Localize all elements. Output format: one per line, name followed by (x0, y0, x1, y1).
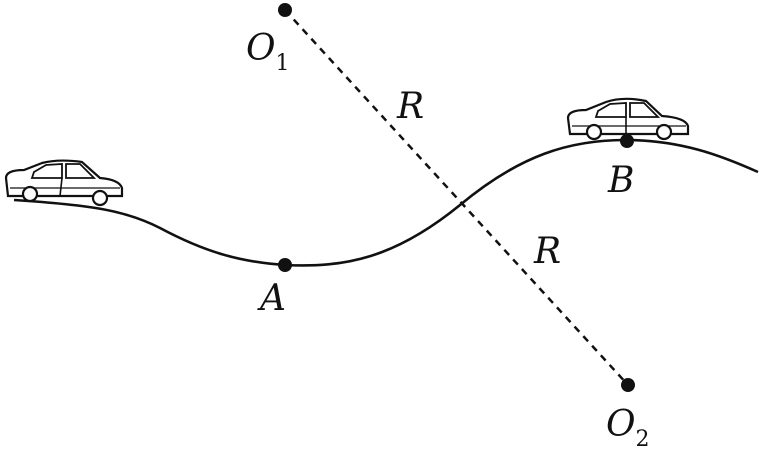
label-radius-upper: R (396, 86, 424, 127)
car-right (566, 97, 690, 141)
radius-line (284, 9, 629, 386)
label-radius-lower: R (533, 231, 561, 272)
label-o2: O2 (606, 404, 650, 452)
point-o2 (621, 378, 635, 392)
label-a: A (257, 278, 286, 319)
point-b (620, 134, 634, 148)
road-curve (13, 138, 759, 267)
point-o1 (278, 3, 292, 17)
label-b: B (607, 160, 634, 201)
point-a (278, 258, 292, 272)
car-left (4, 159, 124, 207)
label-o1: O1 (246, 28, 290, 76)
